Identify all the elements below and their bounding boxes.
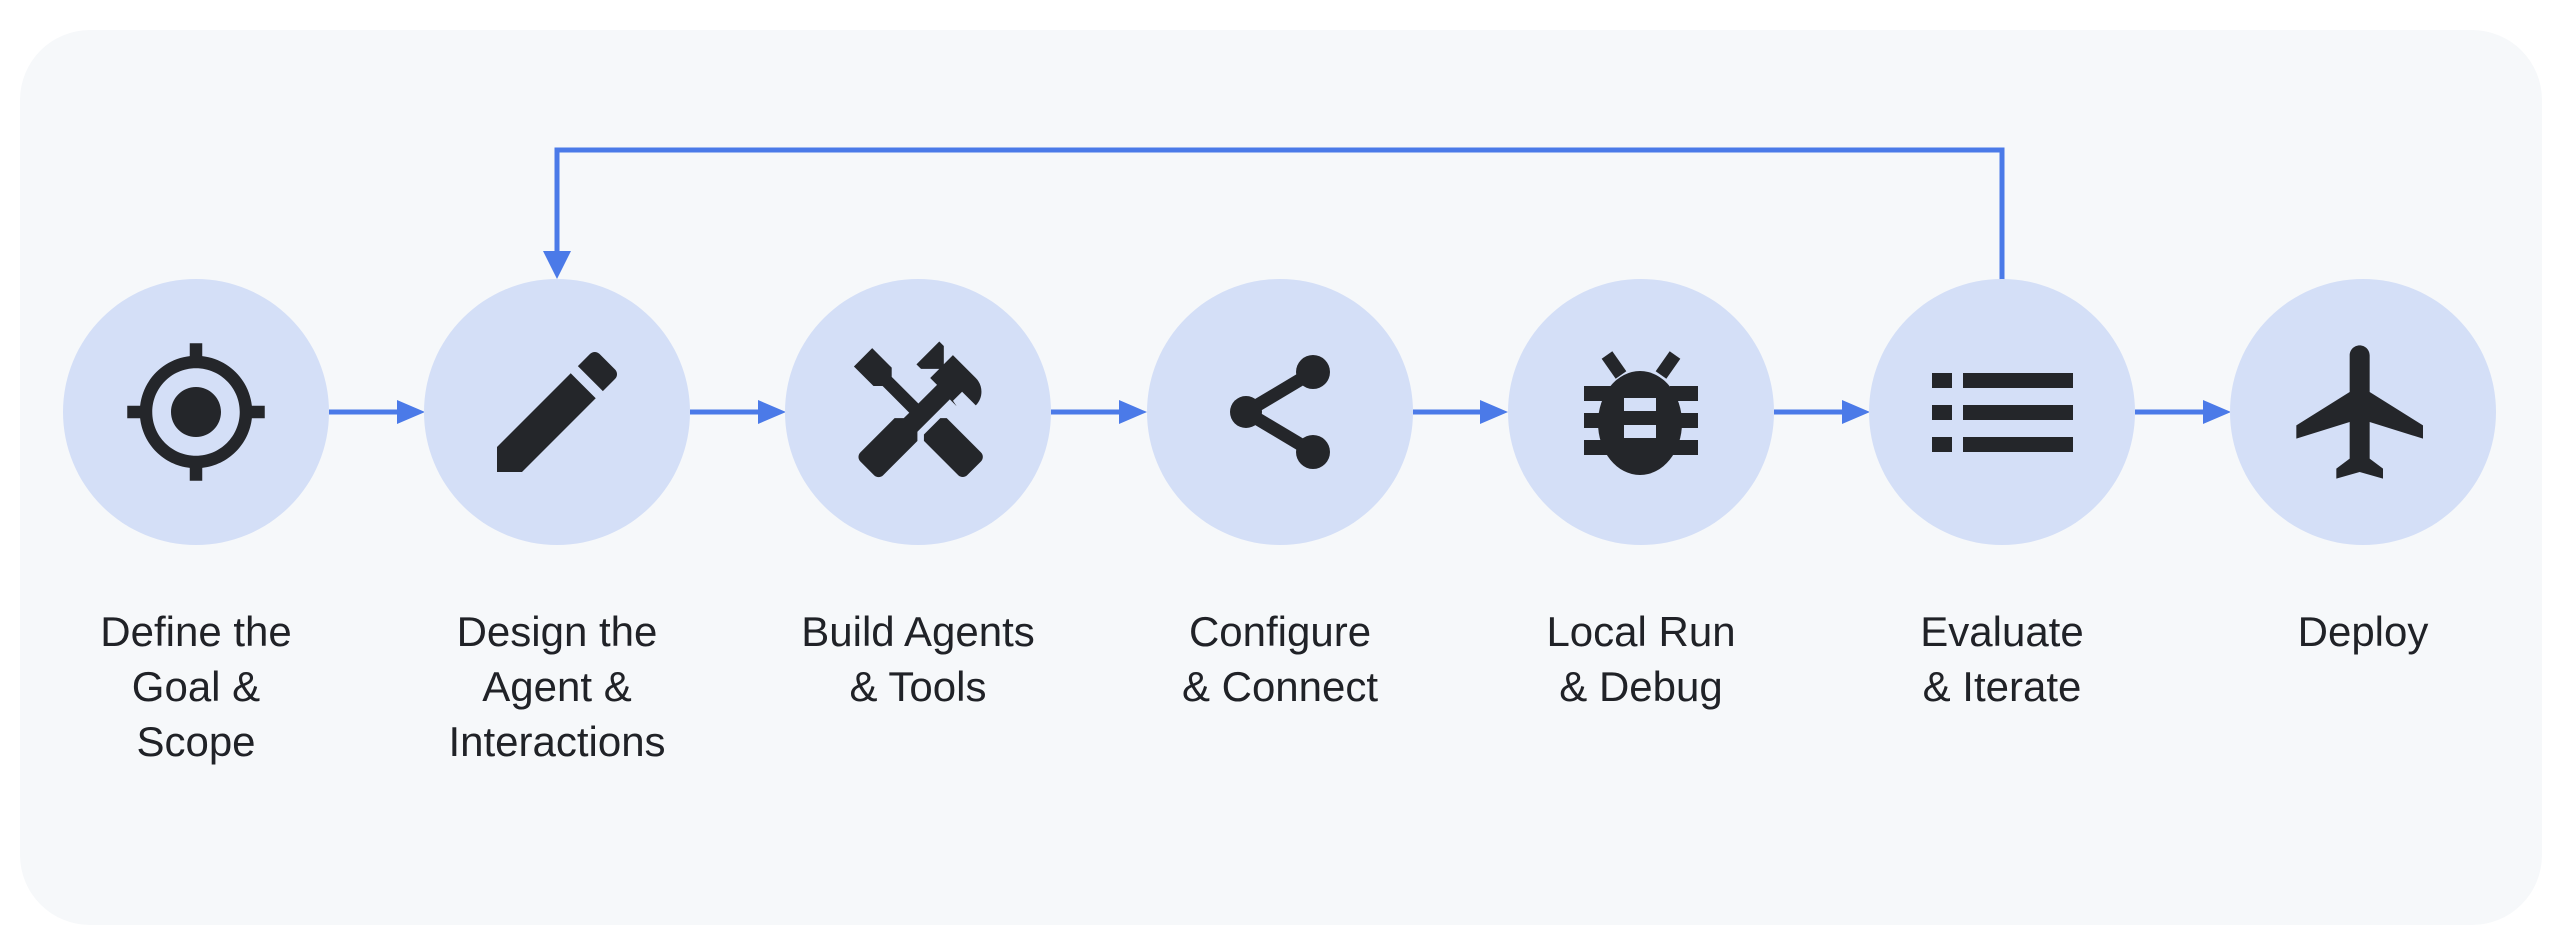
step-label-define-goal-scope: Define the Goal & Scope (100, 608, 292, 765)
airplane-icon (2296, 345, 2423, 479)
step-label-build-agents-tools: Build Agents & Tools (801, 608, 1035, 710)
step-circle-local-run-debug (1508, 279, 1774, 545)
step-circle-define-goal-scope (63, 279, 329, 545)
step-circle-configure-connect (1147, 279, 1413, 545)
step-label-deploy: Deploy (2297, 608, 2429, 655)
list-icon (1931, 372, 2073, 452)
step-circle-build-agents-tools (785, 279, 1051, 545)
step-label-configure-connect: Configure & Connect (1181, 608, 1379, 710)
step-circle-deploy (2230, 279, 2496, 545)
hammer-wrench-icon (853, 340, 983, 477)
step-label-evaluate-iterate: Evaluate & Iterate (1920, 608, 2084, 710)
bug-icon (1584, 350, 1698, 475)
step-label-design-agent-interactions: Design the Agent & Interactions (448, 608, 666, 765)
target-icon (127, 343, 265, 481)
pencil-icon (497, 351, 618, 472)
step-circle-design-agent-interactions (424, 279, 690, 545)
step-circle-evaluate-iterate (1869, 279, 2135, 545)
step-label-local-run-debug: Local Run & Debug (1546, 608, 1736, 710)
share-icon (1229, 355, 1330, 469)
